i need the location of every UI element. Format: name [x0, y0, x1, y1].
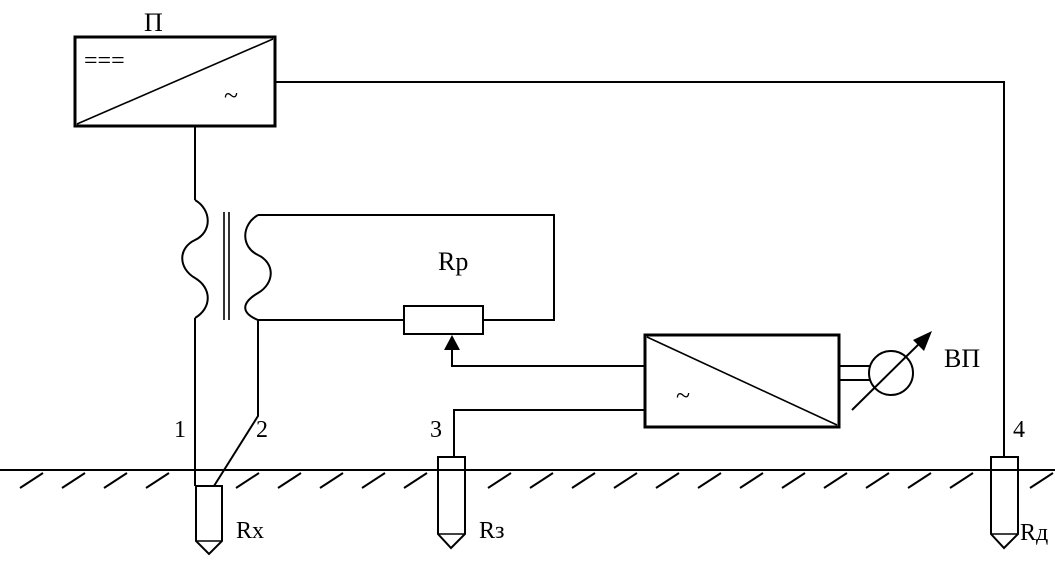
meter-label: ВП — [944, 344, 980, 373]
wire-slider — [451, 350, 645, 367]
wire-1-label: 1 — [174, 417, 186, 443]
converter-top-label: П — [144, 8, 163, 37]
ac-symbol-top: ~ — [224, 81, 238, 110]
wire-2-label: 2 — [256, 417, 268, 443]
dc-symbol: === — [84, 48, 125, 74]
primary-coil — [181, 199, 209, 319]
ground-hatch — [19, 472, 1054, 489]
electrode-d — [990, 456, 1019, 550]
converter-right-ac: ~ — [676, 381, 690, 410]
electrode-x — [195, 485, 223, 556]
secondary-loop-top — [258, 214, 555, 321]
converter-top — [73, 35, 277, 128]
converter-right — [643, 333, 841, 429]
wire-3 — [453, 409, 645, 457]
secondary-coil — [244, 214, 272, 321]
wire-to-electrode-4 — [275, 81, 1005, 457]
electrode-d-label: Rд — [1020, 520, 1048, 546]
electrode-z — [437, 456, 466, 550]
wire-2 — [213, 320, 259, 487]
wire-3-label: 3 — [430, 417, 442, 443]
slider-arrow-icon — [444, 335, 460, 350]
wire-4-label: 4 — [1013, 417, 1025, 443]
electrode-x-label: Rx — [236, 518, 264, 544]
meter-needle — [851, 337, 926, 411]
meter-circle — [868, 350, 914, 396]
resistor-label: Rp — [438, 247, 468, 276]
resistor-rp — [403, 305, 484, 335]
electrode-z-label: Rз — [479, 518, 505, 544]
meter-arrow-icon — [913, 331, 932, 351]
